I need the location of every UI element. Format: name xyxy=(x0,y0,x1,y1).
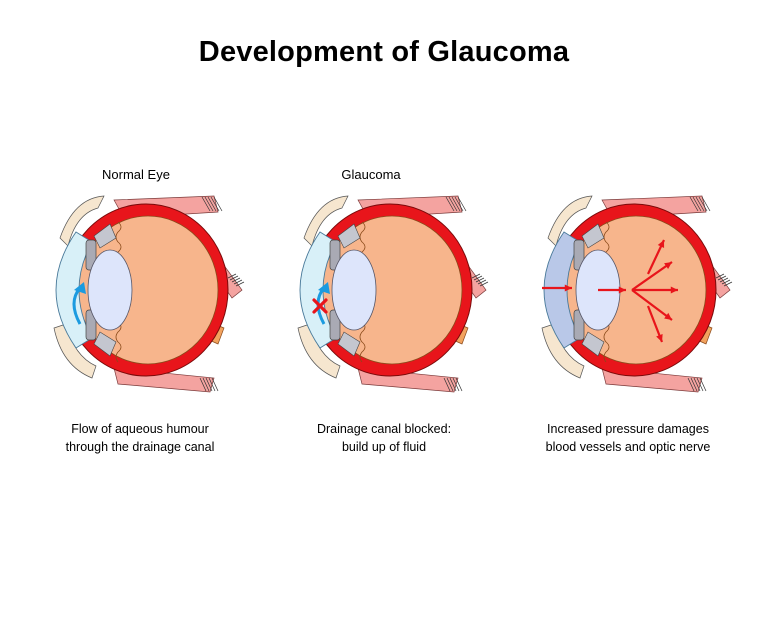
pressure-arrow-icon xyxy=(647,239,665,275)
ciliary-body-lower xyxy=(93,331,117,357)
panel-heading-glaucoma: Glaucoma xyxy=(341,167,401,182)
pressure-arrow-icon xyxy=(542,284,572,292)
ciliary-body-upper xyxy=(337,223,361,249)
pressure-arrow-icon xyxy=(631,289,673,321)
caption-line: Flow of aqueous humour xyxy=(71,422,209,436)
caption-line: blood vessels and optic nerve xyxy=(545,440,711,454)
pressure-arrow-icon xyxy=(598,286,626,294)
ciliary-body-upper xyxy=(93,223,117,249)
diagram-title: Development of Glaucoma xyxy=(198,36,570,68)
eyelid-skin xyxy=(547,195,593,247)
lens xyxy=(87,249,133,331)
pressure-arrow-icon xyxy=(646,305,664,343)
eye-illustration-normal xyxy=(53,195,245,393)
ciliary-body-lower xyxy=(337,331,361,357)
pressure-arrow-icon xyxy=(631,261,673,291)
caption-normal-eye: Flow of aqueous humour through the drain… xyxy=(20,420,260,456)
caption-pressure: Increased pressure damages blood vessels… xyxy=(508,420,748,456)
eyelid-skin xyxy=(59,195,105,247)
caption-line: Drainage canal blocked: xyxy=(316,422,452,436)
ciliary-body-lower xyxy=(581,331,605,357)
anterior-chamber xyxy=(543,231,581,349)
flow-arrow-icon xyxy=(74,282,86,294)
eye-illustration-pressure xyxy=(541,195,733,393)
caption-glaucoma: Drainage canal blocked: build up of flui… xyxy=(264,420,504,456)
panel-heading-normal-eye: Normal Eye xyxy=(102,167,170,182)
eye-illustration-glaucoma xyxy=(297,195,489,393)
caption-line: Increased pressure damages xyxy=(547,422,709,436)
flow-arrow-icon xyxy=(318,282,330,294)
ciliary-body-upper xyxy=(581,223,605,249)
pressure-arrow-icon xyxy=(632,286,678,294)
caption-line: through the drainage canal xyxy=(65,440,215,454)
lens xyxy=(331,249,377,331)
caption-line: build up of fluid xyxy=(341,440,427,454)
blocked-x-icon xyxy=(312,298,328,314)
eyelid-skin xyxy=(303,195,349,247)
